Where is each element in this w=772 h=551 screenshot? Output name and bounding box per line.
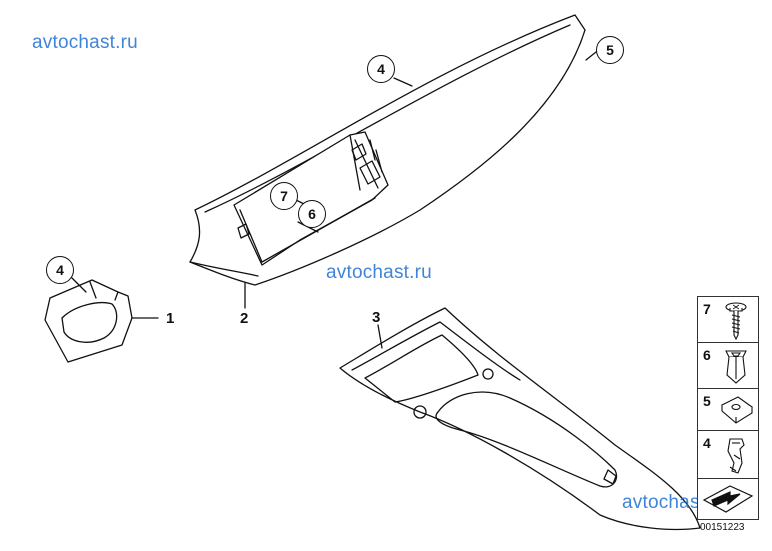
clip-nut-icon xyxy=(721,396,753,424)
leader-line-4-top xyxy=(393,77,413,87)
reference-arrow-icon xyxy=(702,485,754,513)
spring-clip-icon xyxy=(727,438,745,474)
trim-cover-small xyxy=(44,279,133,363)
hardware-item-reference xyxy=(698,479,758,519)
expanding-nut-icon xyxy=(725,350,747,384)
callout-6: 6 xyxy=(298,200,326,228)
hardware-item-5: 5 xyxy=(698,389,758,431)
part-label-1: 1 xyxy=(166,310,175,327)
leader-line-5 xyxy=(585,51,597,61)
callout-4-top: 4 xyxy=(367,55,395,83)
callout-4-left: 4 xyxy=(46,256,74,284)
hardware-item-4: 4 xyxy=(698,431,758,479)
part-label-2: 2 xyxy=(240,310,249,327)
hardware-number: 6 xyxy=(703,347,711,363)
hardware-number: 7 xyxy=(703,301,711,317)
hardware-item-7: 7 xyxy=(698,297,758,343)
hardware-legend-panel: 7 6 5 xyxy=(697,296,759,520)
diagram-id: 00151223 xyxy=(700,522,745,533)
part-label-3: 3 xyxy=(372,309,381,326)
trim-panel-upper xyxy=(189,14,586,286)
callout-5: 5 xyxy=(596,36,624,64)
hardware-item-6: 6 xyxy=(698,343,758,389)
hardware-number: 5 xyxy=(703,393,711,409)
leader-line-4-left xyxy=(71,277,87,293)
watermark-center: avtochast.ru xyxy=(326,262,432,283)
screw-icon xyxy=(725,302,747,341)
trim-panel-lower xyxy=(339,307,701,531)
callout-7: 7 xyxy=(270,182,298,210)
hardware-number: 4 xyxy=(703,435,711,451)
watermark-top-left: avtochast.ru xyxy=(32,32,138,53)
leader-line-3 xyxy=(377,324,383,349)
